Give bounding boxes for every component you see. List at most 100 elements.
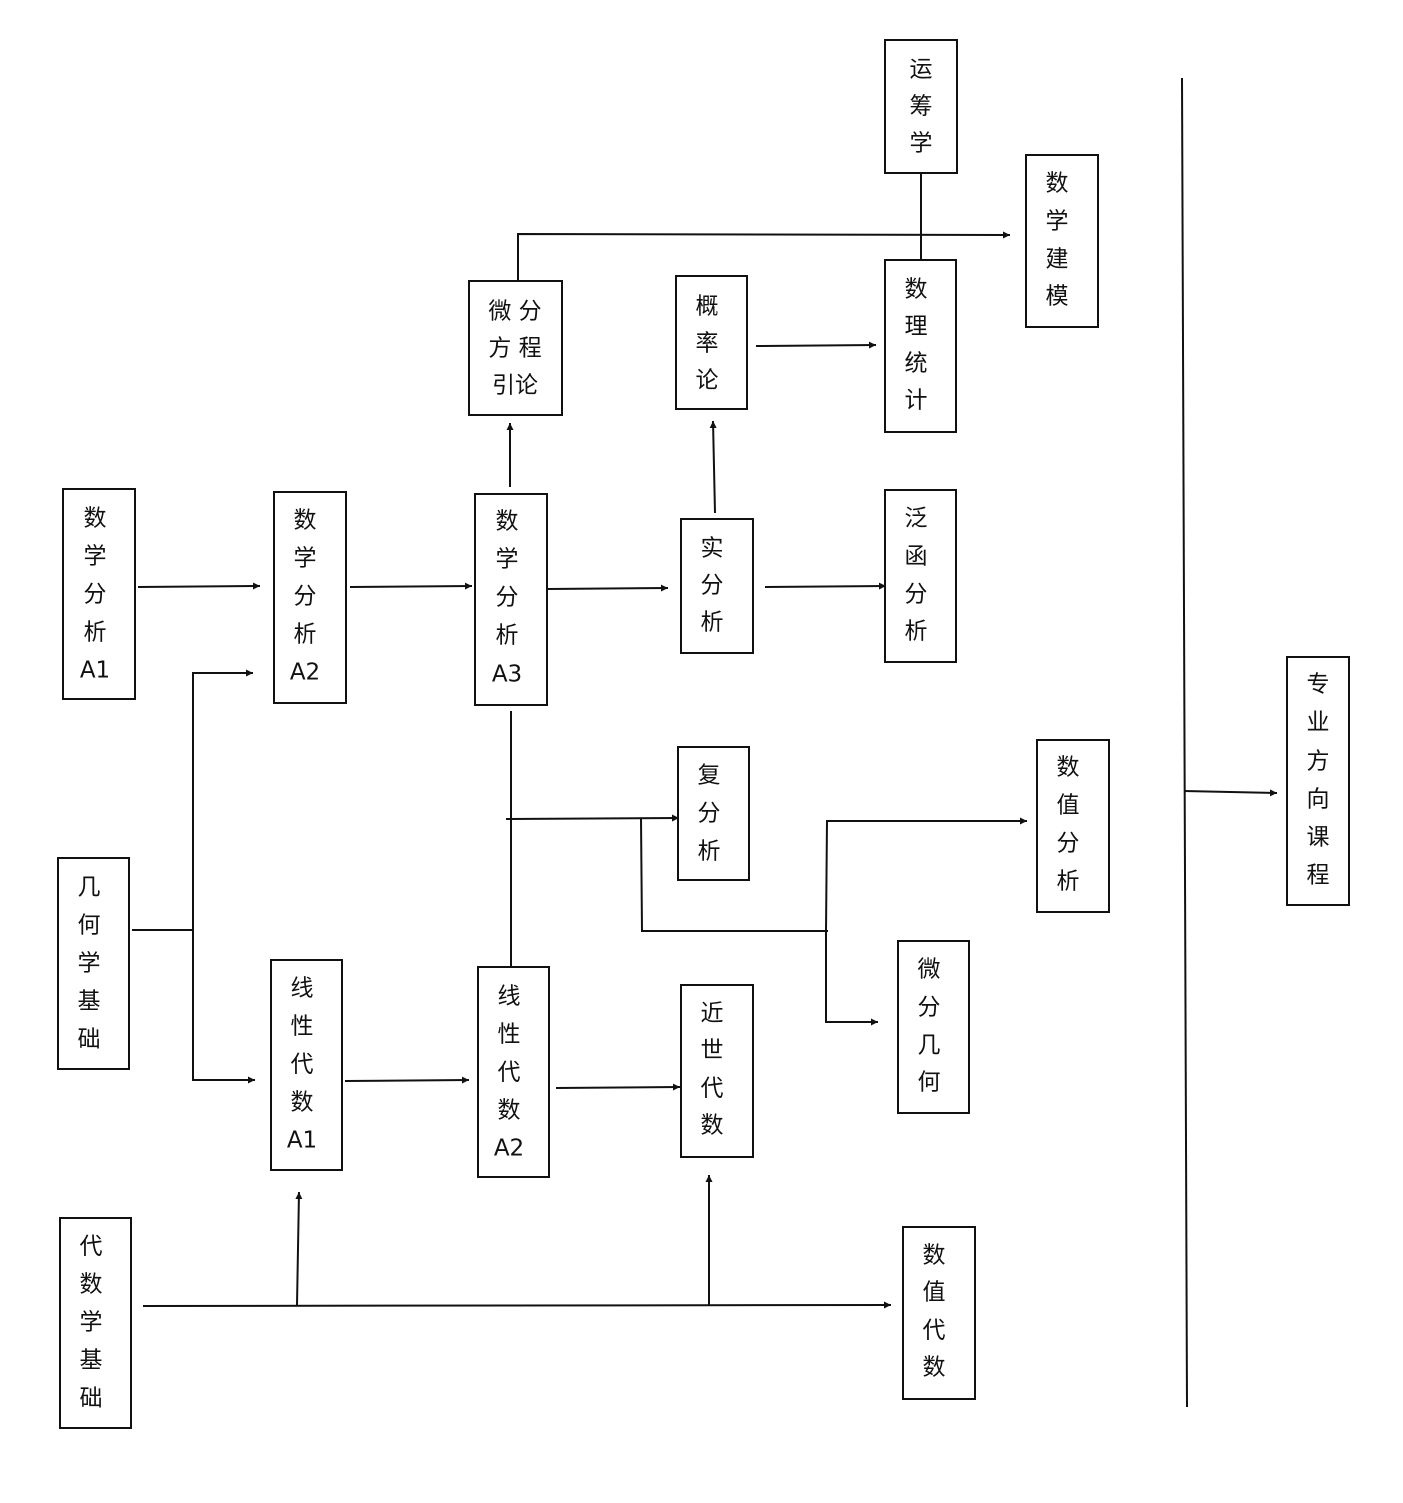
- node-label: 泛: [905, 506, 928, 532]
- node-box: [902, 1226, 976, 1400]
- node-box: [62, 488, 136, 700]
- arrow-to-weifenjihe: [825, 931, 878, 1026]
- node-label: 代: [80, 1234, 103, 1260]
- arrow-a2-to-a3: [349, 582, 473, 590]
- node-label: 复: [698, 763, 721, 789]
- node-fanhanfenxi: 泛 函 分 析: [884, 489, 957, 663]
- arrow-a1-to-a2: [137, 582, 261, 590]
- node-label: 析: [496, 623, 519, 649]
- arrow-to-fufenxi: [505, 814, 680, 822]
- node-label: 近: [701, 1001, 724, 1027]
- node-jihexuejichu: 几 何 学 基 础: [57, 857, 130, 1070]
- node-label: 线: [498, 984, 521, 1010]
- node-box: [884, 259, 957, 433]
- node-label: 析: [84, 620, 107, 646]
- node-label: 引论: [492, 373, 538, 399]
- node-label: 数: [923, 1243, 946, 1269]
- node-label: 课: [1307, 825, 1330, 851]
- arrow-daishuxuejichu-to-shuzhidaishu: [142, 1301, 892, 1309]
- node-label: 值: [923, 1280, 946, 1306]
- node-label: 筹: [910, 94, 933, 120]
- node-label: 统: [905, 351, 928, 377]
- node-yunchouxue: 运 筹 学: [884, 39, 958, 174]
- node-label: 几: [918, 1033, 941, 1059]
- node-label: 运: [910, 57, 933, 83]
- node-box: [59, 1217, 132, 1429]
- node-label: 分: [84, 582, 107, 608]
- node-box: [677, 746, 750, 881]
- node-label: 数: [498, 1098, 521, 1124]
- node-label: 专: [1307, 672, 1330, 698]
- node-label: A2: [494, 1136, 524, 1162]
- node-label: 论: [696, 368, 719, 394]
- nodes: 运 筹 学 数 学 建 模 微 分 方 程 引论 概 率 论 数 理 统: [57, 39, 1350, 1429]
- node-label: 础: [80, 1386, 103, 1412]
- node-label: 基: [80, 1348, 103, 1374]
- node-label: 学: [84, 544, 107, 570]
- node-box: [270, 959, 343, 1171]
- node-box: [680, 984, 754, 1158]
- node-label: 世: [701, 1038, 724, 1064]
- node-xianxingdaishu-a2: 线 性 代 数 A2: [477, 966, 550, 1178]
- node-label: 数: [923, 1355, 946, 1381]
- node-label: 数: [496, 509, 519, 535]
- node-label: A1: [287, 1128, 317, 1154]
- node-label: 建: [1046, 247, 1069, 273]
- node-label: 分: [496, 585, 519, 611]
- node-box: [884, 489, 957, 663]
- node-label: 计: [905, 388, 928, 414]
- node-shuxuefenxi-a3: 数 学 分 析 A3: [474, 493, 548, 706]
- node-label: 数: [905, 277, 928, 303]
- node-shuzhidaishu: 数 值 代 数: [902, 1226, 976, 1400]
- node-box: [675, 275, 748, 410]
- node-weifenjihe: 微 分 几 何: [897, 940, 970, 1114]
- node-box: [884, 39, 958, 174]
- node-label: 学: [1046, 209, 1069, 235]
- node-jinshidaishu: 近 世 代 数: [680, 984, 754, 1158]
- connectors: [132, 77, 1278, 1408]
- node-box: [1036, 739, 1110, 913]
- node-label: 方: [1307, 749, 1330, 775]
- node-label: 代: [923, 1318, 946, 1344]
- node-label: 析: [698, 839, 721, 865]
- branch-to-numeric-geometry: [640, 818, 828, 932]
- node-box: [474, 493, 548, 706]
- node-label: 数: [84, 506, 107, 532]
- node-label: 数: [701, 1113, 724, 1139]
- node-box: [57, 857, 130, 1070]
- node-label: A1: [80, 658, 110, 684]
- node-label: 实: [701, 536, 724, 562]
- node-box: [1025, 154, 1099, 328]
- node-label: 析: [294, 622, 317, 648]
- node-label: 性: [498, 1022, 521, 1048]
- node-label: 析: [905, 619, 928, 645]
- node-xianxingdaishu-a1: 线 性 代 数 A1: [270, 959, 343, 1171]
- node-box: [680, 518, 754, 654]
- node-zhuanyefangxiang: 专 业 方 向 课 程: [1286, 656, 1350, 906]
- node-label: 学: [910, 131, 933, 157]
- node-label: 学: [80, 1310, 103, 1336]
- arrow-xianxing-a2-to-jinshidaishu: [555, 1083, 681, 1091]
- arrow-to-zhuanyefangxiang: [1183, 789, 1278, 797]
- node-label: 础: [78, 1027, 101, 1053]
- node-label: 数: [1057, 755, 1080, 781]
- node-label: 代: [291, 1052, 314, 1078]
- node-label: 理: [905, 314, 928, 340]
- node-shifenxi: 实 分 析: [680, 518, 754, 654]
- node-label: 程: [1307, 863, 1330, 889]
- node-box: [273, 491, 347, 704]
- divider-line: [1181, 77, 1188, 1408]
- node-label: 分: [905, 582, 928, 608]
- node-label: 几: [78, 875, 101, 901]
- arrow-jihexuejichu-to-xianxing-a1: [192, 930, 255, 1084]
- node-box: [1286, 656, 1350, 906]
- node-label: 何: [918, 1070, 941, 1096]
- node-label: 函: [905, 544, 928, 570]
- node-label: 分: [701, 573, 724, 599]
- arrow-to-shuzhifenxi: [825, 817, 1027, 932]
- node-label: 微 分: [488, 299, 541, 325]
- node-shuzhifenxi: 数 值 分 析: [1036, 739, 1110, 913]
- arrow-shifenxi-to-gailvlun: [709, 420, 717, 514]
- node-label: 分: [294, 584, 317, 610]
